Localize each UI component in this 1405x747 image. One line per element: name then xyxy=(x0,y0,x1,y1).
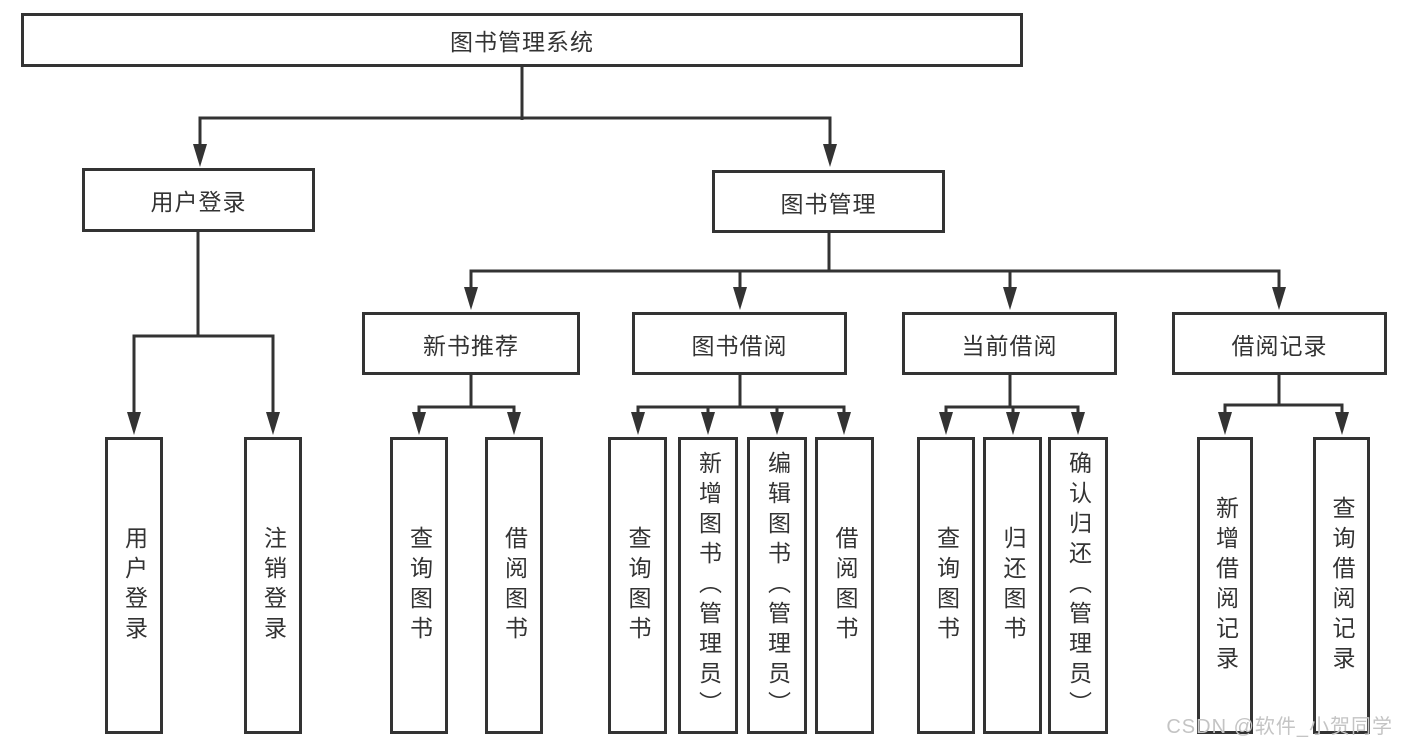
arrowhead-icon xyxy=(1003,287,1017,310)
leaf-node: 借阅图书 xyxy=(485,437,543,734)
arrowhead-icon xyxy=(939,412,953,435)
leaf-node-label: 归还图书 xyxy=(1000,525,1026,646)
arrowhead-icon xyxy=(770,412,784,435)
leaf-node: 用户登录 xyxy=(105,437,163,734)
arrowhead-icon xyxy=(1071,412,1085,435)
csdn-watermark: CSDN @软件_小贺同学 xyxy=(1166,716,1393,738)
edge-recommend-elbow xyxy=(417,405,516,420)
leaf-node: 确认归还（管理员） xyxy=(1048,437,1108,734)
leaf-node-label: 借阅图书 xyxy=(832,525,858,646)
node-book-management: 图书管理 xyxy=(712,170,945,233)
leaf-node-label: 新增借阅记录 xyxy=(1212,495,1239,676)
arrowhead-icon xyxy=(193,144,207,167)
leaf-node: 新增借阅记录 xyxy=(1197,437,1253,734)
arrowhead-icon xyxy=(507,412,521,435)
node-book-borrow: 图书借阅 xyxy=(632,312,847,375)
arrowhead-icon xyxy=(1218,412,1232,435)
arrowhead-icon xyxy=(127,412,141,435)
arrowhead-icon xyxy=(1006,412,1020,435)
leaf-node: 新增图书（管理员） xyxy=(678,437,738,734)
arrowhead-icon xyxy=(631,412,645,435)
leaf-node: 注销登录 xyxy=(244,437,302,734)
edge-userlogin-elbow xyxy=(132,334,275,420)
node-borrow-records-label: 借阅记录 xyxy=(1231,332,1328,359)
edge-borrow-elbow xyxy=(636,405,846,420)
node-new-book-recommend: 新书推荐 xyxy=(362,312,580,375)
leaf-node-label: 用户登录 xyxy=(121,525,148,646)
leaf-node: 借阅图书 xyxy=(815,437,874,734)
arrowhead-icon xyxy=(837,412,851,435)
node-root: 图书管理系统 xyxy=(21,13,1023,67)
node-current-borrow-label: 当前借阅 xyxy=(961,332,1058,359)
node-user-login-label: 用户登录 xyxy=(150,189,247,215)
arrowhead-icon xyxy=(733,287,747,310)
leaf-node-label: 查询借阅记录 xyxy=(1329,495,1355,676)
edge-records-elbow xyxy=(1223,403,1344,420)
arrowhead-icon xyxy=(1272,287,1286,310)
leaf-node-label: 借阅图书 xyxy=(501,525,528,646)
arrowhead-icon xyxy=(412,412,426,435)
node-current-borrow: 当前借阅 xyxy=(902,312,1117,375)
arrowhead-icon xyxy=(701,412,715,435)
node-new-book-recommend-label: 新书推荐 xyxy=(423,332,519,359)
arrowheads xyxy=(127,144,1349,435)
leaf-node: 查询图书 xyxy=(917,437,975,734)
node-book-borrow-label: 图书借阅 xyxy=(691,332,788,359)
edge-bookmgmt-elbow xyxy=(469,269,1281,295)
node-user-login: 用户登录 xyxy=(82,168,315,232)
node-borrow-records: 借阅记录 xyxy=(1172,312,1387,375)
leaf-node: 查询图书 xyxy=(608,437,667,734)
leaf-node-label: 查询图书 xyxy=(406,525,433,646)
leaf-node-label: 查询图书 xyxy=(625,525,651,646)
arrowhead-icon xyxy=(823,144,837,167)
node-root-label: 图书管理系统 xyxy=(450,29,594,55)
leaf-node: 归还图书 xyxy=(983,437,1042,734)
leaf-node-label: 新增图书（管理员） xyxy=(695,450,722,721)
leaf-node-label: 查询图书 xyxy=(933,525,960,646)
leaf-node-label: 编辑图书（管理员） xyxy=(764,450,791,721)
leaf-node: 查询图书 xyxy=(390,437,448,734)
leaf-node-label: 确认归还（管理员） xyxy=(1065,450,1092,721)
edge-root-elbow xyxy=(198,116,832,151)
arrowhead-icon xyxy=(1335,412,1349,435)
leaf-node-label: 注销登录 xyxy=(260,525,287,646)
leaf-node: 编辑图书（管理员） xyxy=(747,437,807,734)
arrowhead-icon xyxy=(464,287,478,310)
leaf-node: 查询借阅记录 xyxy=(1313,437,1370,734)
node-book-management-label: 图书管理 xyxy=(780,190,877,217)
arrowhead-icon xyxy=(266,412,280,435)
